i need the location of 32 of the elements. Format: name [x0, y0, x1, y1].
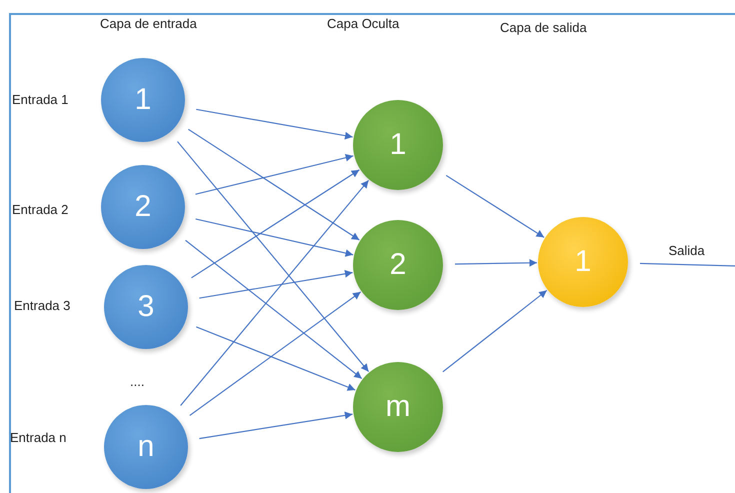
arrow	[188, 128, 360, 240]
input-neuron-circle: n	[104, 405, 188, 489]
arrow	[195, 154, 354, 195]
hidden-neuron-circle: m	[353, 362, 443, 452]
arrow	[199, 412, 353, 440]
layer-heading: Capa de entrada	[100, 16, 197, 31]
arrow	[177, 141, 370, 372]
input-label: Entrada 2	[12, 202, 68, 217]
input-neuron-circle: 3	[104, 265, 188, 349]
hidden-neuron-circle: 1	[353, 100, 443, 190]
arrow	[196, 218, 354, 257]
layer-heading: Capa Oculta	[327, 16, 400, 31]
hidden-neuron-circle: 2	[353, 220, 443, 310]
arrow	[454, 259, 538, 267]
arrow	[189, 291, 362, 416]
arrow	[185, 240, 362, 380]
arrow	[180, 180, 369, 406]
input-label: Entrada n	[10, 430, 66, 445]
input-neuron-circle: 1	[101, 58, 185, 142]
arrow	[199, 270, 353, 299]
arrow	[196, 326, 356, 391]
input-neuron-circle: 2	[101, 165, 185, 249]
layer-heading: Capa de salida	[500, 20, 587, 35]
input-label: Entrada 1	[12, 92, 68, 107]
arrow	[196, 108, 353, 140]
output-neuron-circle: 1	[538, 217, 628, 307]
arrow	[442, 290, 548, 372]
arrow	[191, 169, 360, 278]
arrow	[446, 175, 544, 238]
edge-label: Salida	[666, 243, 707, 258]
input-label: Entrada 3	[14, 298, 70, 313]
ellipsis-text: ....	[130, 374, 144, 389]
